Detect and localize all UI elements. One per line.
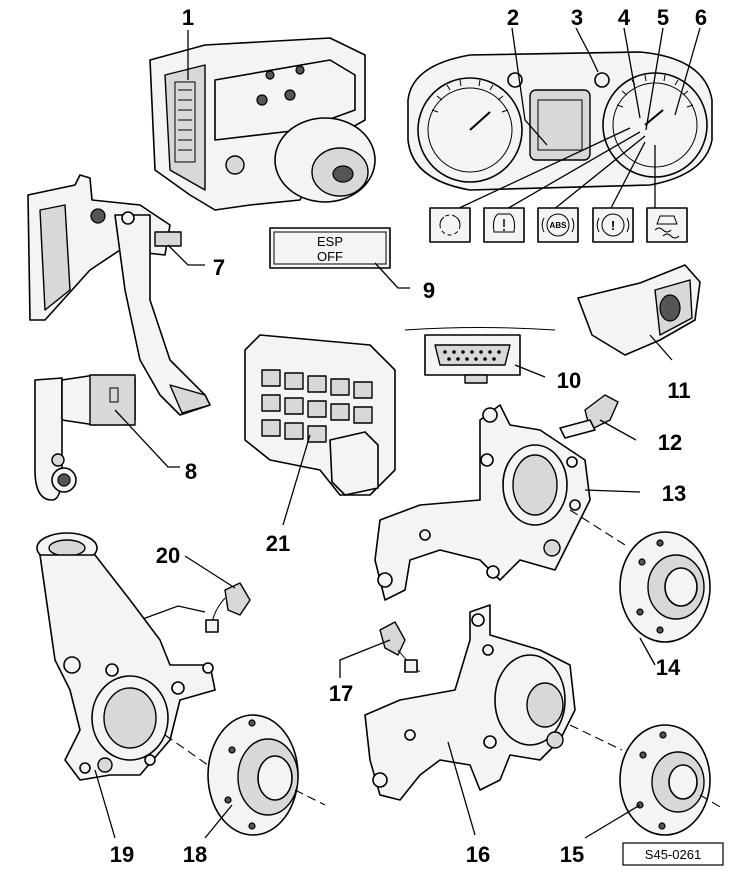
callout-14: 14	[656, 655, 681, 680]
esp-skid-icon	[654, 215, 680, 239]
rear-wheel-bearing-housing-lower	[364, 604, 623, 836]
tire-pressure-icon	[493, 213, 515, 233]
callout-13: 13	[662, 481, 686, 506]
callout-15: 15	[560, 842, 584, 867]
front-wheel-speed-sensor	[139, 555, 251, 633]
callout-20: 20	[156, 543, 180, 568]
rear-wheel-hub	[619, 531, 711, 666]
rear-wheel-speed-sensor-lower	[339, 621, 421, 678]
brake-warning-icon: !	[596, 213, 630, 237]
front-wheel-hub	[204, 714, 326, 839]
callout-labels: 1 2 3 4 5 6 7 8 9 10 11 12 13 14 15 16 1…	[110, 5, 707, 867]
front-steering-knuckle	[36, 532, 216, 839]
callout-5: 5	[657, 5, 669, 30]
callout-18: 18	[183, 842, 207, 867]
rear-wheel-hub-lower	[584, 724, 723, 839]
esp-off-button: ESP OFF	[269, 227, 410, 289]
callout-11: 11	[667, 378, 690, 403]
callout-8: 8	[185, 459, 197, 484]
callout-3: 3	[571, 5, 583, 30]
callout-6: 6	[695, 5, 707, 30]
diagnostic-connector	[404, 327, 556, 384]
callout-4: 4	[618, 5, 631, 30]
rear-wheel-speed-sensor	[559, 394, 637, 441]
callout-17: 17	[329, 681, 353, 706]
callout-1: 1	[182, 5, 194, 30]
reference-code: S45-0261	[645, 847, 701, 862]
callout-10: 10	[557, 368, 581, 393]
callout-19: 19	[110, 842, 134, 867]
rear-wheel-bearing-housing	[374, 404, 641, 601]
esp-button-label-1: ESP	[317, 234, 343, 249]
relay-carrier	[244, 334, 396, 526]
abs-lamp-text: ABS	[550, 221, 568, 230]
callout-12: 12	[658, 430, 682, 455]
rotation-rate-sensor	[577, 264, 701, 361]
callout-2: 2	[507, 5, 519, 30]
brake-lamp-text: !	[611, 218, 615, 233]
reference-code-box: S45-0261	[622, 842, 724, 866]
callout-9: 9	[423, 278, 435, 303]
callout-7: 7	[213, 255, 225, 280]
warning-lamp-row: ABS !	[429, 207, 688, 243]
callout-16: 16	[466, 842, 490, 867]
abs-control-unit	[149, 30, 376, 211]
instrument-cluster	[407, 27, 713, 211]
esp-button-label-2: OFF	[317, 249, 343, 264]
callout-21: 21	[266, 531, 290, 556]
brake-light-switch	[34, 374, 180, 501]
tpms-icon	[439, 214, 461, 236]
brake-pedal-assembly	[27, 174, 211, 416]
abs-icon: ABS	[541, 213, 575, 237]
